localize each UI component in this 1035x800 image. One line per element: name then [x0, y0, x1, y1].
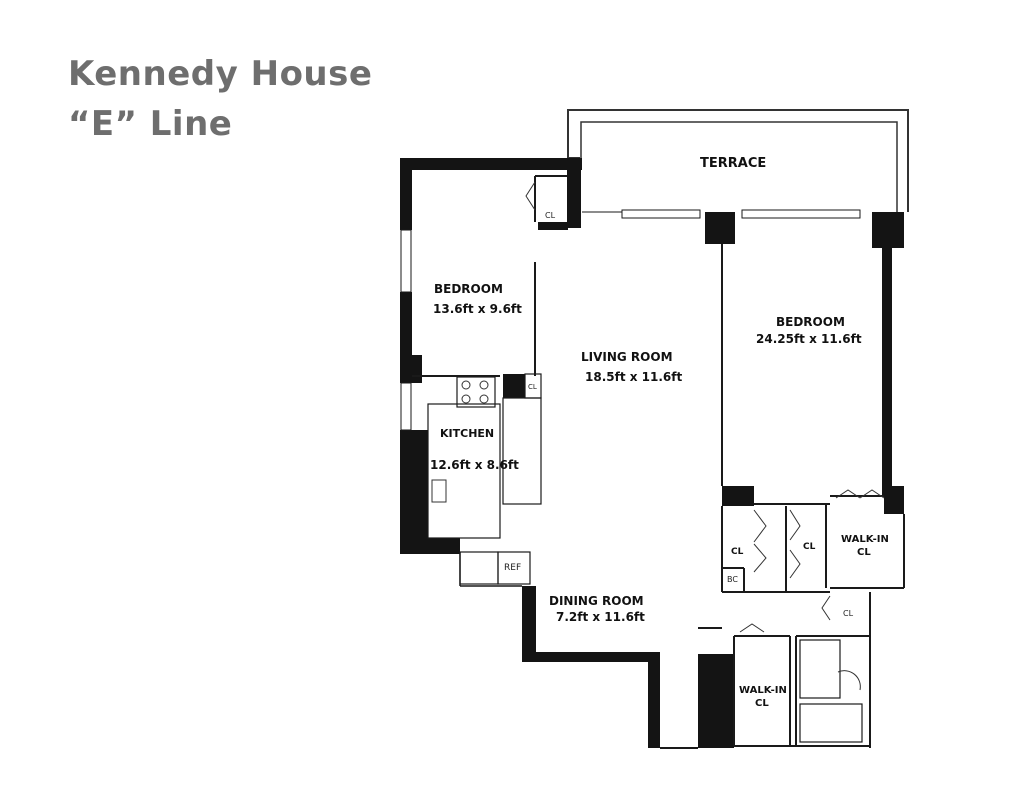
bc-label: BC [727, 575, 738, 584]
walkin1-label: WALK-IN [841, 534, 889, 545]
bedroom2-dims: 24.25ft x 11.6ft [756, 332, 862, 346]
plan-title: Kennedy House [68, 54, 373, 94]
hall-closet-left-label: CL [731, 547, 744, 557]
dining-room-label: DINING ROOM [549, 594, 644, 608]
bedroom1-dims: 13.6ft x 9.6ft [433, 302, 522, 316]
stove-burners [461, 380, 489, 404]
hall-closet-right-label: CL [803, 542, 816, 552]
walkin1-label-cl: CL [857, 547, 871, 558]
kitchen-dims: 12.6ft x 8.6ft [430, 458, 519, 472]
bedroom2-label: BEDROOM [776, 315, 845, 329]
walkin2-label: WALK-IN [739, 685, 787, 696]
ref-label: REF [504, 563, 521, 573]
living-room-label: LIVING ROOM [581, 350, 673, 364]
living-room-dims: 18.5ft x 11.6ft [585, 370, 682, 384]
kitchen-closet-label: CL [528, 383, 537, 391]
walls [400, 158, 904, 748]
dining-room-dims: 7.2ft x 11.6ft [556, 610, 645, 624]
kitchen-label: KITCHEN [440, 427, 494, 440]
kitchen-sink [431, 479, 447, 503]
bedroom1-closet-label: CL [545, 211, 556, 220]
walkin2-label-cl: CL [755, 698, 769, 709]
door-swings [525, 181, 885, 691]
terrace-label: TERRACE [700, 156, 766, 171]
plan-subtitle: “E” Line [68, 104, 233, 144]
bath-closet-label: CL [843, 609, 854, 618]
interior-lines [400, 175, 905, 749]
bedroom1-label: BEDROOM [434, 282, 503, 296]
